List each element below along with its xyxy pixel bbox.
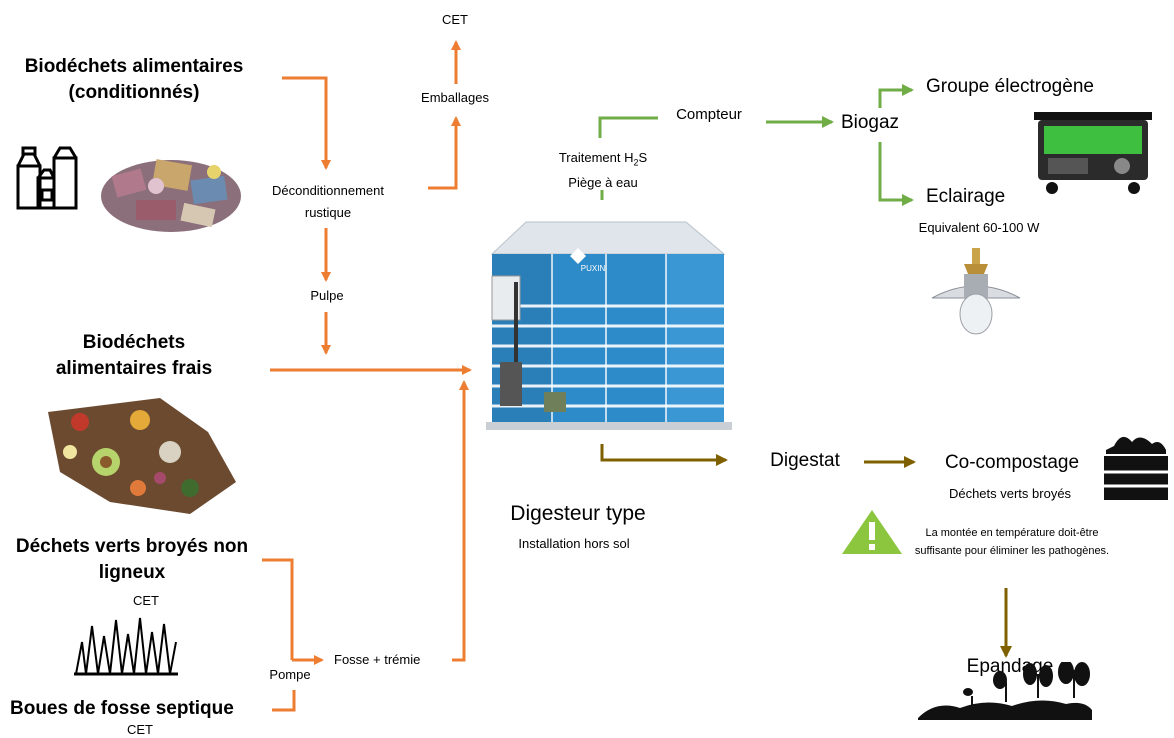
- packaged-waste-image: [101, 159, 241, 232]
- h2s-prefix: Traitement H: [558, 150, 634, 165]
- h2s-treatment-line1: Traitement H2S: [559, 148, 647, 173]
- input-fresh-line1: Biodéchets: [82, 332, 186, 353]
- deconditioning-label: Déconditionnement rustique: [272, 180, 384, 224]
- line-digester-to-treatment: [598, 116, 658, 138]
- input-packaged-line2: (conditionnés): [68, 82, 200, 103]
- deconditioning-line1: Déconditionnement: [271, 183, 385, 198]
- h2s-subscript: 2: [633, 157, 639, 168]
- biogas-label: Biogaz: [840, 112, 900, 133]
- fosse-tremie-label: Fosse + trémie: [334, 652, 421, 667]
- input-fresh-line2: alimentaires frais: [55, 358, 213, 379]
- seedlings-icon: [918, 662, 1092, 720]
- warning-line1: La montée en température doit-être: [925, 527, 1099, 539]
- arrow-digester-to-digestate: [600, 444, 728, 466]
- arrow-fosse-to-digester: [452, 380, 469, 662]
- arrow-biogas-to-lighting: [878, 142, 914, 206]
- cocomposting-label: Co-compostage: [944, 452, 1080, 473]
- h2s-treatment-label: Traitement H2S Piège à eau: [559, 148, 647, 193]
- bracket-green-waste: [262, 558, 294, 660]
- cet-top-label: CET: [442, 12, 468, 27]
- green-waste-cet-note: CET: [133, 593, 159, 608]
- pulpe-label: Pulpe: [310, 288, 344, 303]
- warning-line2: suffisante pour éliminer les pathogènes.: [914, 545, 1110, 557]
- bracket-septic: [272, 690, 296, 712]
- compost-crate-icon: [1104, 436, 1168, 500]
- input-packaged-biowaste: Biodéchets alimentaires (conditionnés): [25, 54, 244, 106]
- input-fresh-biowaste: Biodéchets alimentaires frais: [56, 330, 212, 382]
- pompe-label: Pompe: [269, 667, 311, 682]
- generator-label: Groupe électrogène: [926, 76, 1094, 97]
- input-packaged-line1: Biodéchets alimentaires: [24, 56, 244, 77]
- septic-cet-note: CET: [127, 722, 153, 737]
- input-septic-sludge: Boues de fosse septique: [10, 698, 234, 719]
- cocomposting-note: Déchets verts broyés: [948, 486, 1072, 501]
- lighting-label: Eclairage: [926, 186, 1006, 207]
- input-green-line1: Déchets verts broyés non: [15, 536, 249, 557]
- h2s-treatment-line2: Piège à eau: [568, 174, 638, 190]
- meter-label: Compteur: [676, 106, 742, 123]
- input-green-waste: Déchets verts broyés non ligneux: [16, 534, 248, 586]
- digester-title: Digesteur type: [510, 502, 646, 525]
- arrow-biogas-to-generator: [878, 84, 914, 108]
- digestate-label: Digestat: [770, 450, 840, 471]
- warning-text: La montée en température doit-être suffi…: [915, 524, 1109, 560]
- generator-image: [1034, 112, 1152, 194]
- arrow-packaged-to-deconditioning: [282, 76, 331, 170]
- fresh-food-waste-image: [48, 398, 236, 514]
- digester-brand: PUXIN: [580, 264, 606, 273]
- emballages-label: Emballages: [421, 90, 489, 105]
- street-lamp-image: [931, 248, 1021, 335]
- deconditioning-line2: rustique: [304, 205, 352, 220]
- h2s-suffix: S: [638, 150, 648, 165]
- arrow-deconditioning-to-emballages: [428, 116, 461, 190]
- input-green-line2: ligneux: [98, 562, 166, 583]
- digester-subtitle: Installation hors sol: [518, 536, 630, 551]
- grass-icon: [74, 617, 178, 676]
- lighting-note: Equivalent 60-100 W: [918, 220, 1040, 235]
- warning-icon: [842, 510, 902, 554]
- milk-cartons-icon: [16, 146, 78, 210]
- digester-tank-image: [486, 221, 732, 430]
